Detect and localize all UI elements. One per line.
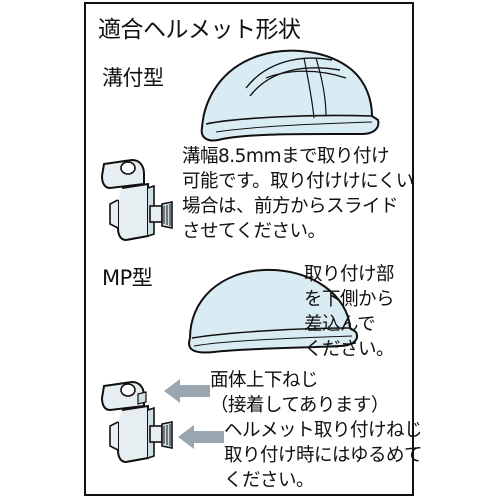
lower-screw-arrow — [178, 425, 224, 449]
mp-type-description: 取り付け部 を下側から 差込んで ください。 — [304, 264, 395, 360]
mp-helmet-illustration — [188, 268, 358, 354]
upper-screw-callout: 面体上下ねじ （接着してあります） — [210, 370, 389, 416]
groove-clip-illustration — [100, 158, 173, 242]
upper-screw-arrow — [164, 379, 210, 403]
groove-helmet-illustration — [200, 49, 380, 142]
figure-frame: 適合ヘルメット形状 溝付型 溝幅8.5mmまで取り付け 可能です。取り付けけにく… — [84, 2, 423, 496]
mp-type-label: MP型 — [102, 266, 153, 290]
groove-type-label: 溝付型 — [102, 66, 164, 90]
mp-clip-illustration — [100, 380, 173, 464]
page-title: 適合ヘルメット形状 — [98, 17, 301, 43]
lower-screw-callout: ヘルメット取り付けねじ 取り付け時にはゆるめて ください。 — [224, 420, 423, 491]
groove-type-description: 溝幅8.5mmまで取り付け 可能です。取り付けけにくい 場合は、前方からスライド… — [182, 146, 414, 242]
